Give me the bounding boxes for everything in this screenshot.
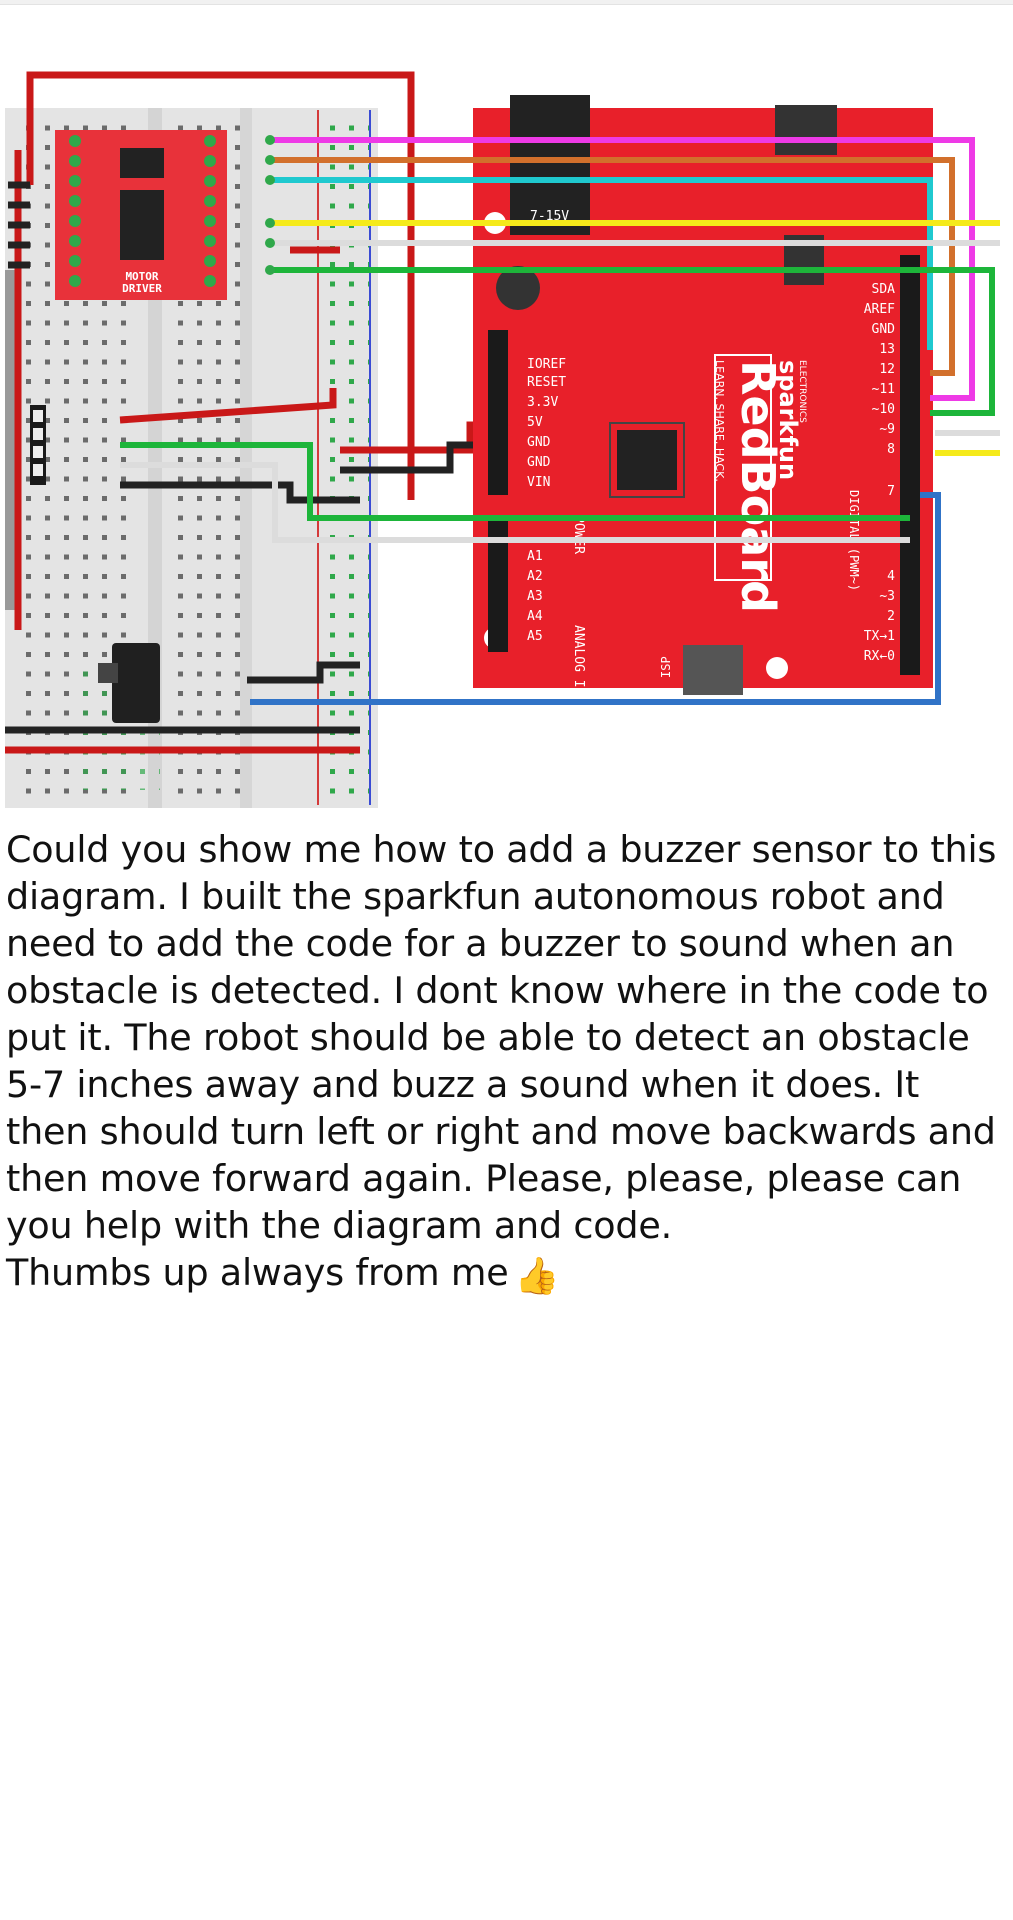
pin-a2: A2 bbox=[527, 569, 543, 584]
pin-3v3: 3.3V bbox=[527, 395, 558, 410]
sparkfun-brand-sub: ELECTRONICS bbox=[797, 360, 807, 423]
pin-8: 8 bbox=[887, 442, 895, 457]
thumbs-up-icon: 👍 bbox=[514, 1256, 560, 1297]
question-text: Could you show me how to add a buzzer se… bbox=[6, 828, 1008, 1247]
isp-header-label: ISP bbox=[659, 656, 673, 678]
pin-a5: A5 bbox=[527, 629, 543, 644]
pin-rx0: RX←0 bbox=[864, 649, 895, 664]
pin-10: ~10 bbox=[872, 402, 895, 417]
pin-7: 7 bbox=[887, 484, 895, 499]
pin-aref: AREF bbox=[864, 302, 895, 317]
motor-driver-subtitle: DRIVER bbox=[122, 282, 162, 295]
pin-reset: RESET bbox=[527, 375, 566, 390]
pin-gnd-digital: GND bbox=[872, 322, 896, 337]
pin-5v: 5V bbox=[527, 415, 543, 430]
redboard: 7-15V IOREF RESET 3.3V 5V GND GND VIN A1… bbox=[473, 95, 933, 695]
pin-tx1: TX→1 bbox=[864, 629, 895, 644]
pin-a1: A1 bbox=[527, 549, 543, 564]
power-header-label: POWER bbox=[571, 515, 586, 554]
circuit-diagram-image: MOTOR DRIVER 7-15V IOREF RESET 3.3V 5V G… bbox=[0, 60, 1013, 820]
pin-sda: SDA bbox=[872, 282, 896, 297]
analog-header-label: ANALOG IN bbox=[571, 625, 586, 695]
wires-signal bbox=[120, 137, 1000, 705]
redboard-logo: sparkfun ELECTRONICS RedBoard LEARN. SHA… bbox=[713, 354, 807, 613]
post-body: Could you show me how to add a buzzer se… bbox=[6, 826, 1001, 1300]
top-bar bbox=[0, 0, 1013, 5]
pin-vin: VIN bbox=[527, 475, 550, 490]
pin-13: 13 bbox=[879, 342, 895, 357]
pin-4: 4 bbox=[887, 569, 895, 584]
pin-ioref: IOREF bbox=[527, 357, 566, 372]
breadboard-holes-highlight bbox=[265, 135, 275, 275]
wires-red bbox=[5, 71, 500, 754]
pin-2: 2 bbox=[887, 609, 895, 624]
redboard-tagline: LEARN. SHARE. HACK. bbox=[713, 360, 726, 482]
pin-gnd-1: GND bbox=[527, 435, 551, 450]
motor-driver-board: MOTOR DRIVER bbox=[55, 130, 227, 300]
pin-a3: A3 bbox=[527, 589, 543, 604]
pin-9: ~9 bbox=[879, 422, 895, 437]
pin-11: ~11 bbox=[872, 382, 895, 397]
pin-12: 12 bbox=[879, 362, 895, 377]
pin-a4: A4 bbox=[527, 609, 543, 624]
on-led-label: ON bbox=[771, 660, 786, 676]
motor-driver-title: MOTOR bbox=[125, 270, 158, 283]
signoff-text: Thumbs up always from me bbox=[6, 1251, 509, 1294]
sparkfun-brand: sparkfun bbox=[774, 360, 802, 480]
redboard-name: RedBoard bbox=[731, 360, 785, 613]
pin-gnd-2: GND bbox=[527, 455, 551, 470]
pin-3: ~3 bbox=[879, 589, 895, 604]
